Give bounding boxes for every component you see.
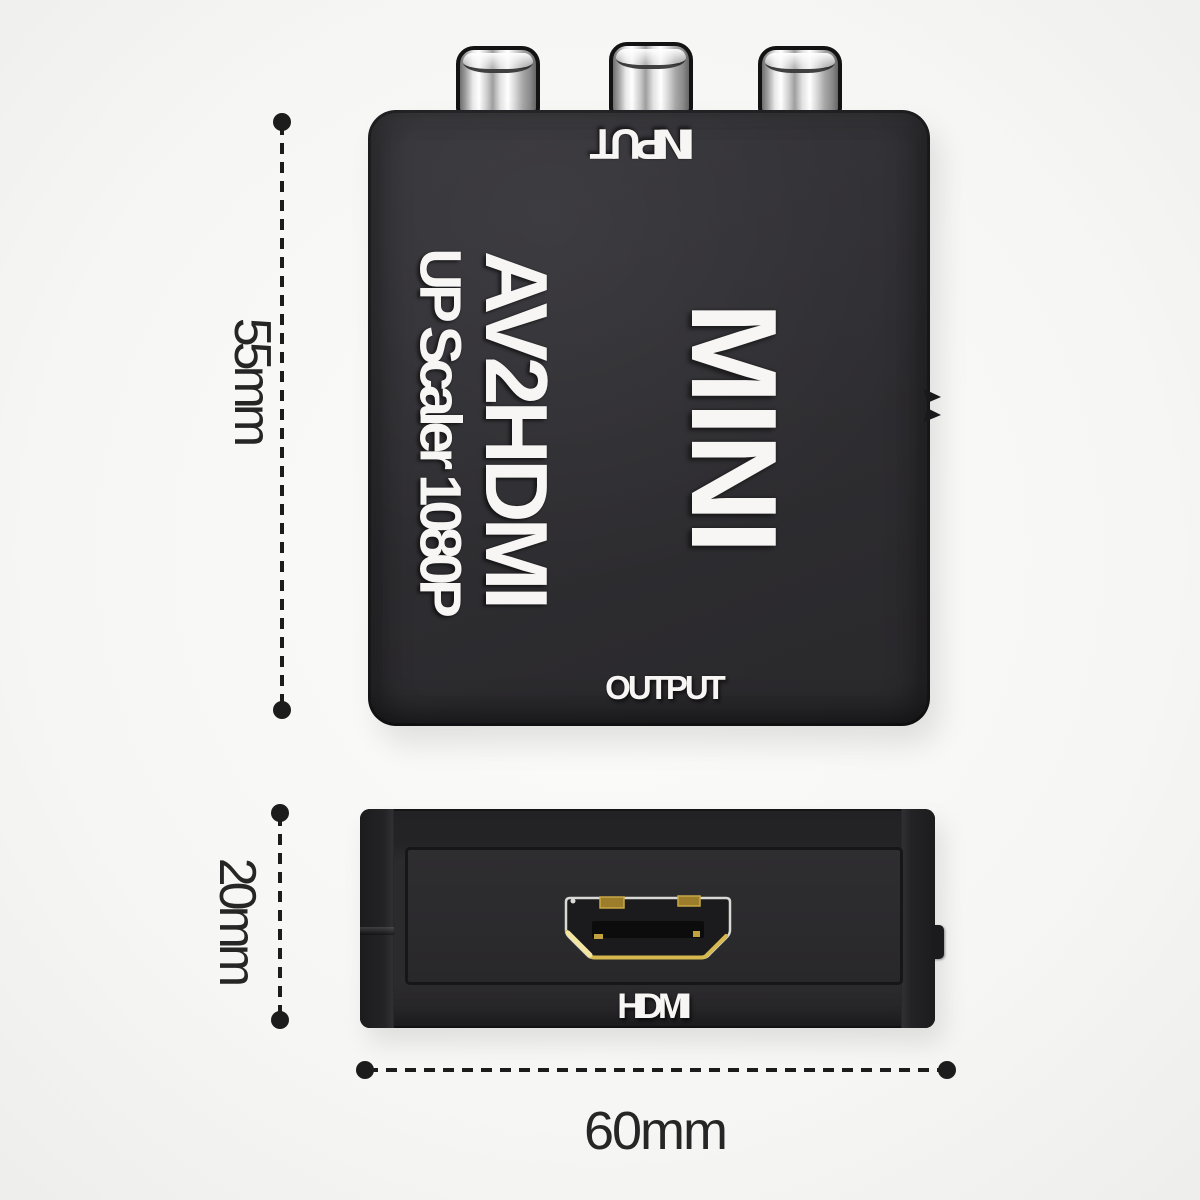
hdmi-port-label: HDMI: [617, 987, 691, 1026]
mold-seam: [360, 927, 394, 935]
rca-rim: [463, 53, 533, 73]
side-switch-icon: [924, 389, 941, 422]
hdmi-port-icon: [564, 895, 732, 960]
height-dimension-label: 55mm: [223, 317, 281, 443]
rca-connector-icon: [456, 46, 540, 116]
rca-rim: [616, 49, 686, 69]
dimension-line-60mm: [356, 1061, 956, 1079]
input-port-label: INPUT: [595, 119, 695, 168]
product-model-label: AV2HDMI: [467, 250, 566, 606]
side-button-icon: [933, 925, 944, 959]
dimension-line-20mm: [271, 804, 289, 1029]
left-end-cap: [360, 809, 394, 1028]
thickness-dimension-label: 20mm: [208, 857, 266, 983]
output-port-label: OUTPUT: [605, 669, 726, 706]
product-subtitle: UP Scaler 1080P: [407, 248, 473, 612]
rca-connector-icon: [609, 42, 693, 116]
rca-rim: [765, 53, 835, 73]
brand-logo: MINI: [666, 302, 802, 552]
converter-front-view: HDMI: [360, 809, 944, 1028]
width-dimension-label: 60mm: [583, 1101, 728, 1161]
rca-connector-icon: [758, 46, 842, 116]
right-end-cap: [901, 809, 935, 1028]
converter-top-view: INPUT UP Scaler 1080P AV2HDMI MINI OUTPU…: [368, 110, 941, 726]
